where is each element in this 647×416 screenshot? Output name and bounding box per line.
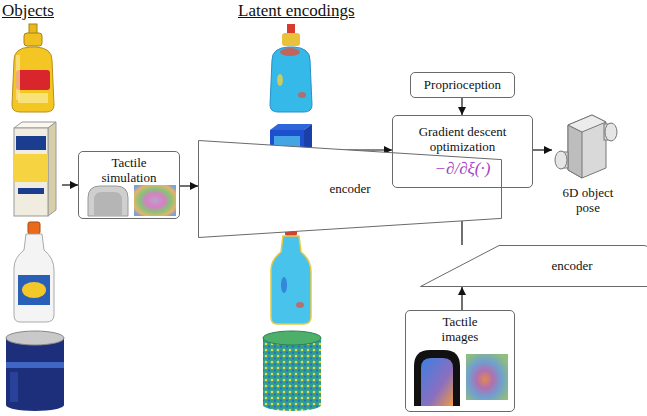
bleach-bottle-latent: [271, 224, 311, 324]
box-label: encoder: [551, 258, 592, 274]
formula: −∂/∂ξ(·): [435, 159, 491, 179]
column-group: Objects: [2, 2, 62, 412]
sensor-photo: [414, 350, 460, 406]
box-label: Proprioception: [424, 78, 501, 93]
arrow-connector: [461, 287, 462, 310]
arrow-connector: [533, 149, 552, 150]
box-label: encoder: [329, 181, 370, 197]
input-box: Tactile images: [405, 310, 515, 412]
optimizer-box: Gradient descent optimization −∂/∂ξ(·): [392, 115, 533, 188]
arrow-connector: [180, 185, 198, 186]
figure-label: 6D object pose: [557, 186, 619, 216]
box-label: Tactile simulation: [93, 156, 165, 186]
gripper-render: [555, 115, 617, 178]
encoder-block: encoder: [420, 245, 647, 287]
sugar-box: [14, 122, 56, 216]
mustard-bottle: [12, 24, 54, 112]
encoder-block: encoder: [198, 140, 502, 238]
trapezoid-outline: [420, 245, 647, 287]
column-group: Latent encodings: [264, 2, 336, 412]
simulated-image: [134, 185, 176, 216]
column-heading: Latent encodings: [238, 2, 310, 21]
column-heading: Objects: [2, 2, 62, 21]
arrow-connector: [461, 98, 462, 115]
input-box: Proprioception: [410, 72, 515, 98]
mustard-latent: [270, 24, 312, 112]
trapezoid-outline: [199, 141, 502, 238]
coffee-can-latent: [263, 331, 321, 411]
arrow-connector: [62, 184, 78, 185]
sensor-icon: [88, 186, 128, 216]
box-label: Tactile images: [430, 315, 490, 345]
output-figure: 6D object pose: [552, 112, 624, 218]
process-box: Tactile simulation: [78, 151, 180, 219]
tactile-image: [466, 354, 508, 400]
trapezoid-outline: [421, 246, 647, 287]
box-label: Gradient descent optimization: [399, 125, 526, 155]
coffee-can: [6, 331, 64, 411]
bleach-bottle: [14, 222, 54, 322]
